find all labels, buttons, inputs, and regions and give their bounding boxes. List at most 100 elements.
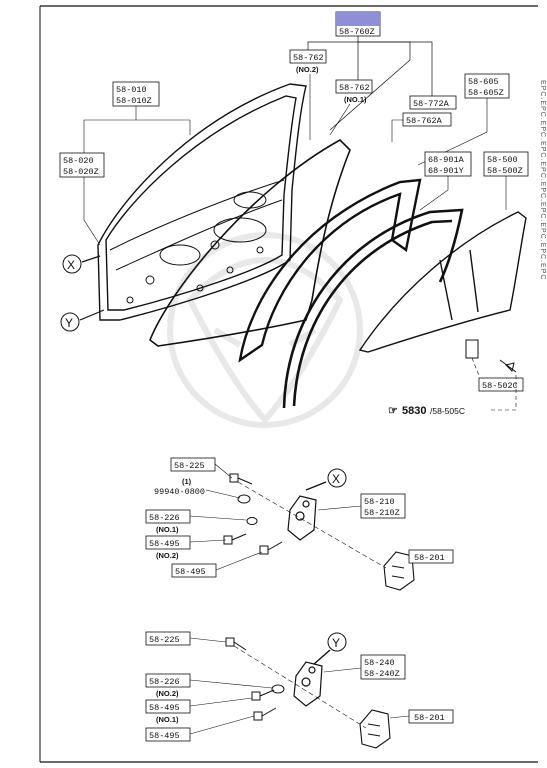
callout-label: 58-762 — [293, 53, 324, 63]
fasteners — [225, 637, 285, 721]
fasteners — [223, 473, 283, 555]
door-inner-frame — [149, 139, 351, 347]
callout-label: 68-901A — [428, 155, 465, 165]
marker-x-circle — [62, 254, 82, 274]
callout-label: 58-210Z — [364, 508, 400, 518]
callout-label: 58-762 — [339, 83, 370, 93]
upper-hinge-body — [287, 495, 317, 541]
marker-y-arrow — [79, 309, 105, 321]
leader-line — [329, 103, 351, 136]
callout-box — [360, 493, 406, 519]
marker-x-label: X — [332, 472, 340, 486]
callout-label: 58-495 — [149, 703, 180, 713]
callout-box — [145, 673, 191, 688]
callout-label: 58-020 — [63, 156, 94, 166]
callout-label: 58-762A — [406, 116, 443, 126]
watermark-emblem — [167, 232, 363, 428]
callout-box — [145, 699, 191, 714]
callout-box — [145, 727, 191, 742]
top-leader-lines — [307, 36, 433, 131]
door-shell — [97, 83, 307, 321]
callout-label: 58-020Z — [63, 167, 99, 177]
callout-box — [112, 81, 160, 107]
callout-box — [335, 79, 373, 94]
callout-label: 58-010Z — [116, 96, 152, 106]
callout-label: 58-605Z — [468, 88, 504, 98]
callout-box — [170, 457, 216, 472]
callout-label: 58-495 — [149, 539, 180, 549]
marker-arrow — [305, 481, 327, 491]
callout-label: 58-225 — [174, 461, 205, 471]
marker-x-label: X — [67, 258, 75, 272]
callout-label: 58-210 — [364, 497, 395, 507]
callout-box — [145, 509, 191, 524]
callout-box — [424, 151, 472, 177]
callout-label: 58-225 — [149, 635, 180, 645]
top-callout-text: 58-760Z — [339, 27, 375, 37]
callout-box — [408, 709, 454, 724]
callout-box — [478, 377, 524, 392]
leader-lines — [189, 637, 273, 735]
callout-label: 58-502C — [482, 381, 518, 391]
callout-label: 58-201 — [414, 553, 445, 563]
leader-line — [317, 505, 362, 511]
callout-box — [289, 49, 327, 64]
callout-label: 58-772A — [413, 99, 450, 109]
callout-label: 68-901Y — [428, 166, 464, 176]
marker-x-circle — [327, 468, 347, 488]
marker-arrow — [313, 649, 331, 665]
marker-y-circle — [327, 632, 347, 652]
dashed-leader — [233, 645, 367, 729]
callout-box — [59, 152, 105, 178]
callout-note: (NO.1) — [156, 525, 179, 534]
upper-shim — [383, 551, 415, 591]
callout-label: 58-201 — [414, 713, 445, 723]
callout-qty: (1) — [182, 477, 192, 486]
leader-line — [419, 176, 449, 211]
callout-label: 58-605 — [468, 77, 499, 87]
callout-part-number: 99940-0800 — [154, 487, 205, 497]
callout-label: 58-240Z — [364, 669, 400, 679]
callout-box — [360, 654, 406, 680]
callout-label: 58-226 — [149, 677, 180, 687]
callout-box — [171, 563, 217, 578]
upper-hinge-group: 58-225 (1) 99940-0800 58-226 (NO.1) 58-4… — [145, 457, 454, 591]
callout-box — [409, 95, 457, 110]
leader-line — [391, 119, 403, 142]
lower-hinge-body — [293, 661, 323, 707]
callout-note: (NO.1) — [156, 715, 179, 724]
lower-shim — [359, 709, 391, 749]
callout-box — [483, 151, 529, 177]
marker-y-label: Y — [65, 316, 73, 330]
ref-note-tail: /58-505C — [430, 406, 465, 416]
callout-box — [145, 631, 191, 646]
leader-line — [323, 667, 362, 673]
callout-box — [145, 535, 191, 550]
callout-label: 58-495 — [175, 567, 206, 577]
callout-label: 58-240 — [364, 658, 395, 668]
callout-box — [464, 73, 510, 99]
top-callout-highlight — [336, 12, 380, 26]
door-inner-panel — [109, 179, 285, 304]
callout-box — [402, 112, 452, 127]
callout-box — [408, 549, 454, 564]
callout-note: (NO.1) — [344, 95, 367, 104]
callout-label: 58-500 — [487, 155, 518, 165]
leader-lines — [189, 463, 263, 571]
callout-label: 58-010 — [116, 85, 147, 95]
leader-line — [389, 715, 410, 719]
dashed-leader — [237, 481, 387, 569]
callout-note: (NO.2) — [156, 551, 179, 560]
ref-note-bold: 5830 — [402, 405, 426, 417]
lower-hinge-group: 58-225 58-226 (NO.2) 58-495 (NO.1) 58-49… — [145, 631, 454, 749]
glass-clip — [465, 339, 517, 373]
callout-label: 58-500Z — [487, 166, 523, 176]
callout-note: (NO.2) — [296, 65, 319, 74]
ref-arrow-icon: ☞ — [388, 405, 398, 417]
callout-note: (NO.2) — [156, 689, 179, 698]
callout-label: 58-226 — [149, 513, 180, 523]
side-stamp: EPC.EPC.EPC.EPC.EPC.EPC.EPC.EPC.EPC.EPC — [539, 80, 546, 280]
leader-line — [83, 106, 191, 246]
window-glass — [358, 211, 527, 353]
